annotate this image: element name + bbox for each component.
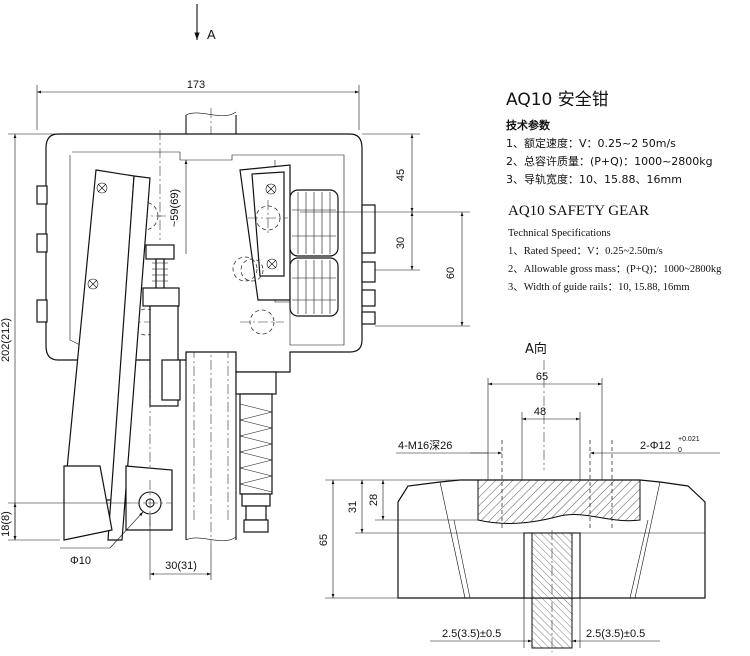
- dim-width-top-label: 173: [187, 79, 205, 91]
- specs-cn-item-2: 2、总容许质量：(P+Q)：1000~2800kg: [506, 154, 713, 168]
- view-a-gap-right: 2.5(3.5)±0.5: [586, 628, 645, 640]
- specs-en-title: AQ10 SAFETY GEAR: [508, 203, 649, 219]
- front-view: 173: [0, 79, 470, 580]
- wedge-block: [239, 164, 339, 335]
- specs-en-item-2: 2、Allowable gross mass：(P+Q)：1000~2800kg: [508, 264, 722, 275]
- specs-en-item-1: 1、Rated Speed：V：0.25~2.50m/s: [508, 246, 663, 257]
- specs-en-heading: Technical Specifications: [508, 228, 611, 239]
- dim-height-left: 202(212): [0, 133, 60, 541]
- view-a: A向 65 48 4-M16深26 2: [318, 341, 720, 652]
- lever-arm: [63, 130, 173, 541]
- view-a-gap-left: 2.5(3.5)±0.5: [442, 628, 501, 640]
- dim-width-top: 173: [36, 79, 360, 130]
- dim-60-label: 60: [445, 267, 457, 279]
- specs-cn-item-3: 3、导轨宽度：10、15.88、16mm: [506, 172, 682, 186]
- dim-30-label: 30: [395, 237, 407, 249]
- view-a-dim-31: 31: [347, 501, 359, 513]
- dim-phi10: Φ10: [60, 511, 144, 567]
- specs-en-item-3: 3、Width of guide rails：10, 15.88, 16mm: [508, 282, 690, 293]
- specs-en: AQ10 SAFETY GEAR Technical Specification…: [508, 203, 722, 293]
- view-a-arrow: A: [194, 4, 216, 42]
- adjust-bolt: [142, 244, 181, 407]
- dim-inner-offset: ~59(69): [169, 160, 188, 254]
- view-a-label: A向: [525, 341, 547, 357]
- view-a-dim-48: 48: [534, 406, 546, 418]
- view-a-dim-65-left: 65: [318, 534, 330, 546]
- view-a-hole-tol-lower: 0: [678, 447, 682, 454]
- view-a-thread-callout: 4-M16深26: [398, 439, 452, 452]
- specs-cn-heading: 技术参数: [506, 118, 551, 132]
- view-a-hole-callout: 2-Φ12: [640, 440, 671, 452]
- specs-cn-item-1: 1、额定速度：V：0.25~2 50m/s: [506, 136, 676, 150]
- dim-bottom-left-label: 18(8): [0, 511, 12, 537]
- dim-45-label: 45: [395, 169, 407, 181]
- dim-30-31: 30(31): [149, 515, 212, 580]
- dim-30-31-label: 30(31): [165, 560, 197, 572]
- view-a-dim-28: 28: [368, 494, 380, 506]
- specs-cn: AQ10 安全钳 技术参数 1、额定速度：V：0.25~2 50m/s 2、总容…: [506, 90, 713, 186]
- specs-cn-title: AQ10 安全钳: [506, 90, 609, 110]
- view-a-dim-65-top: 65: [536, 371, 548, 383]
- dim-bottom-left: 18(8): [0, 502, 130, 540]
- dim-phi10-label: Φ10: [70, 555, 91, 567]
- view-a-hole-tol-upper: +0.021: [678, 436, 700, 443]
- disc-spring-stack: [289, 189, 339, 317]
- pull-rod-spring: [235, 371, 277, 533]
- view-a-arrow-label: A: [207, 27, 216, 42]
- dim-right-stack: 45 30 60: [300, 133, 470, 327]
- dim-inner-offset-label: ~59(69): [169, 189, 181, 227]
- dim-height-left-label: 202(212): [0, 318, 12, 362]
